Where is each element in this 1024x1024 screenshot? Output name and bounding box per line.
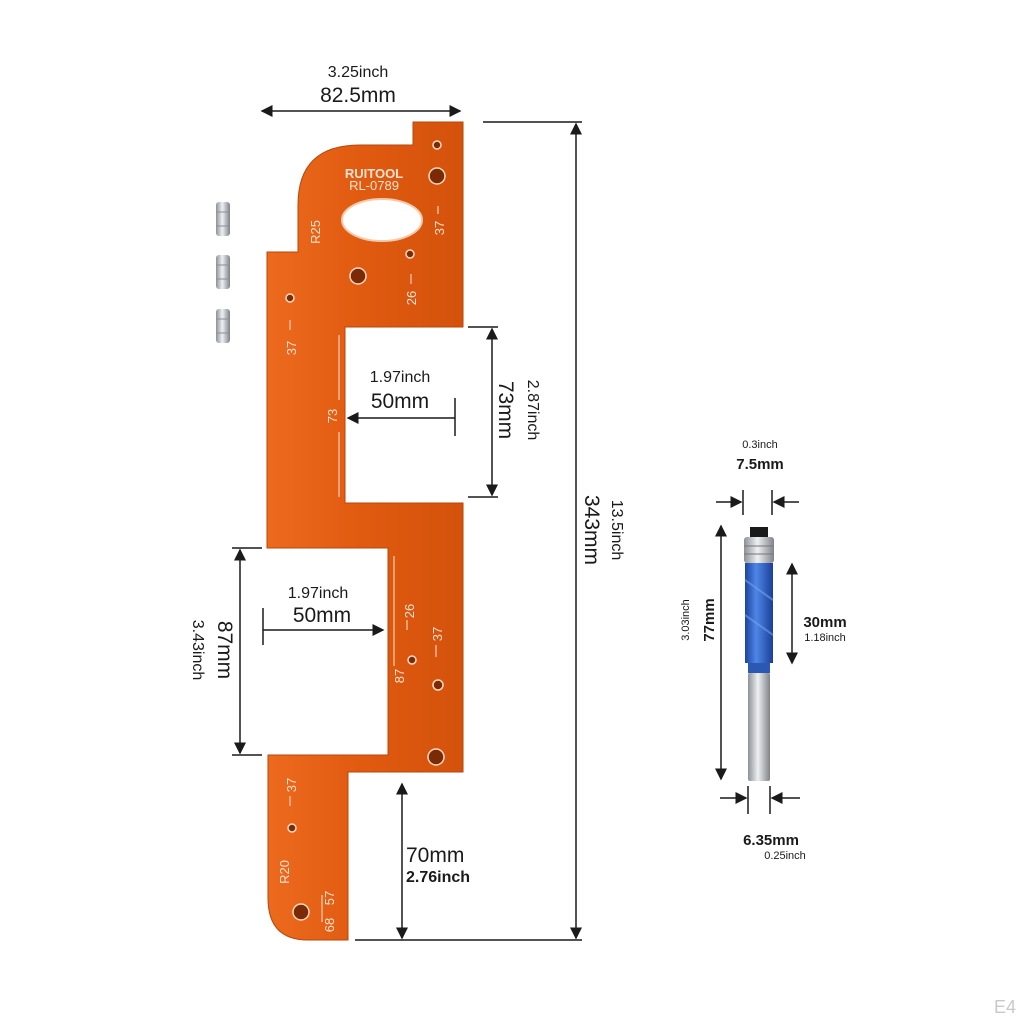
cutting-flute	[745, 563, 773, 663]
bit-bearing-inch-label: 0.3inch	[742, 439, 777, 451]
hinge-jig-template	[266, 121, 464, 941]
router-bit	[744, 527, 774, 781]
pin-hole	[285, 293, 295, 303]
pin-hole	[432, 140, 442, 150]
upper-notch-width-mm-label: 50mm	[371, 390, 429, 413]
oval-slot	[341, 198, 423, 242]
bit-shank-inch-label: 0.25inch	[764, 850, 806, 862]
engraving-37: 37	[430, 627, 445, 641]
dowel-pin	[216, 309, 230, 343]
total-height-inch-label: 13.5inch	[608, 500, 625, 561]
pin-hole	[287, 823, 297, 833]
bit-length-mm-label: 77mm	[701, 598, 718, 641]
engraving-37: 37	[284, 341, 299, 355]
bit-shank-mm-label: 6.35mm	[743, 832, 799, 849]
screw-hole	[349, 267, 367, 285]
lower-notch-width-mm-label: 50mm	[293, 604, 351, 627]
top-width-inch-label: 3.25inch	[328, 64, 389, 81]
bottom-offset-mm-label: 70mm	[406, 844, 464, 867]
shank	[748, 673, 770, 781]
engraving-26: 26	[404, 291, 419, 305]
lower-notch-height-inch-label: 3.43inch	[189, 620, 206, 681]
bit-cutting-mm-label: 30mm	[803, 614, 846, 631]
top-width-mm-label: 82.5mm	[320, 84, 396, 107]
engraving-73: 73	[325, 409, 340, 423]
dowel-pin	[216, 202, 230, 236]
bit-bearing-mm-label: 7.5mm	[736, 456, 784, 473]
engraving-r20: R20	[277, 860, 292, 884]
engraving-87: 87	[392, 669, 407, 683]
engraving-57: 57	[322, 891, 337, 905]
screw-hole	[428, 167, 446, 185]
watermark: E4	[993, 997, 1016, 1017]
bit-cutting-inch-label: 1.18inch	[804, 632, 846, 644]
upper-notch-height-mm-label: 73mm	[494, 381, 517, 439]
engraving-68: 68	[322, 918, 337, 932]
total-height-mm-label: 343mm	[580, 495, 603, 565]
dowel-pin	[216, 255, 230, 289]
engraving-r25: R25	[308, 220, 323, 244]
lower-notch-height-mm-label: 87mm	[213, 621, 236, 679]
engraving-37: 37	[284, 778, 299, 792]
lower-notch-width-inch-label: 1.97inch	[288, 585, 349, 602]
model-engraving: RL-0789	[349, 178, 399, 193]
screw-hole	[292, 903, 310, 921]
upper-notch-height-inch-label: 2.87inch	[524, 380, 541, 441]
engraving-26: 26	[402, 604, 417, 618]
screw-hole	[427, 748, 445, 766]
pin-hole	[432, 679, 444, 691]
bottom-offset-inch-label: 2.76inch	[406, 869, 470, 886]
pin-hole	[407, 655, 417, 665]
bit-length-inch-label: 3.03inch	[680, 599, 692, 641]
brand-engraving: RUITOOL	[345, 166, 403, 181]
pin-hole	[405, 249, 415, 259]
engraving-37: 37	[432, 221, 447, 235]
upper-notch-width-inch-label: 1.97inch	[370, 369, 431, 386]
